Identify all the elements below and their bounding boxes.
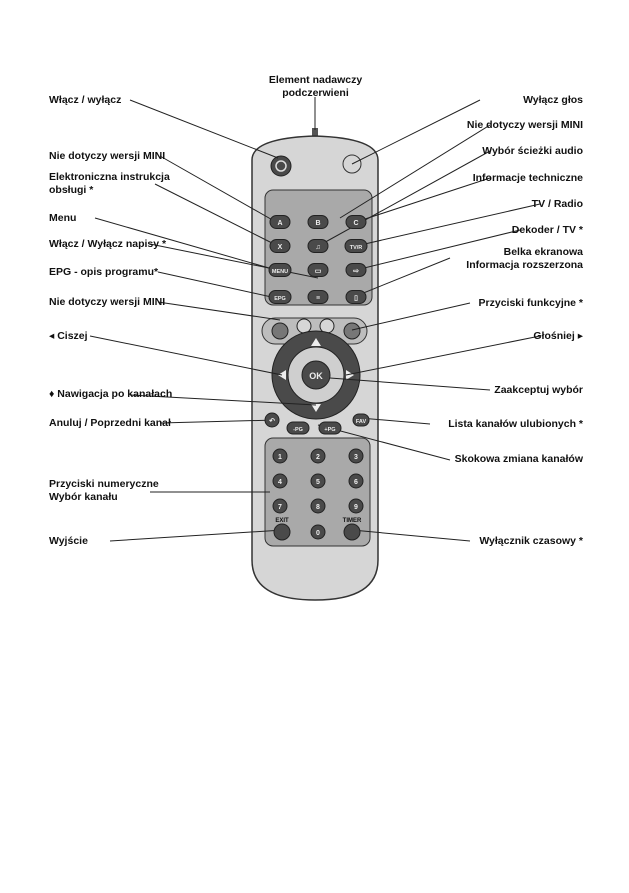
remote-btn-decoder-label: ⇨: [353, 268, 359, 275]
exit-label: EXIT: [275, 518, 289, 524]
label-menu: Menu: [49, 212, 77, 224]
remote-btn-bar: ▯: [345, 290, 367, 304]
remote-btn-fav-label: FAV: [356, 419, 367, 425]
remote-btn-info-label: ≡: [316, 295, 320, 302]
digit-button-1-label: 1: [278, 454, 282, 461]
label-volume-down: ◂ Ciszej: [49, 330, 88, 342]
color-button-4: [343, 322, 361, 340]
remote-btn-pg-plus: +PG: [318, 421, 342, 435]
timer-button: [343, 523, 361, 541]
digit-button-5: 5: [310, 473, 326, 489]
label-exit: Wyjście: [49, 535, 88, 547]
label-cancel: Anuluj / Poprzedni kanał: [49, 417, 171, 429]
remote-btn-bar-label: ▯: [354, 295, 358, 302]
digit-button-4: 4: [272, 473, 288, 489]
label-mini-2: Nie dotyczy wersji MINI: [49, 296, 166, 308]
remote-btn-x-label: X: [278, 244, 283, 251]
digit-button-2: 2: [310, 448, 326, 464]
remote-btn-decoder: ⇨: [345, 263, 367, 277]
remote-btn-a-label: A: [277, 220, 282, 227]
digit-button-4-label: 4: [278, 479, 282, 486]
remote-btn-tvr: TV/R: [344, 239, 368, 253]
remote-btn-c: C: [345, 215, 367, 229]
remote-btn-info: ≡: [307, 290, 329, 304]
label-mute: Wyłącz głos: [523, 94, 583, 106]
digit-button-8: 8: [310, 498, 326, 514]
exit-button: [273, 523, 291, 541]
digit-button-7-label: 7: [278, 504, 282, 511]
power-button: [270, 155, 292, 177]
label-channel-nav: ♦ Nawigacja po kanałach: [49, 388, 173, 400]
remote-btn-epg: EPG: [268, 290, 292, 304]
label-numeric: Przyciski numeryczne Wybór kanału: [49, 478, 159, 503]
digit-button-6-label: 6: [354, 479, 358, 486]
remote-btn-a: A: [269, 215, 291, 229]
arrow-up-icon: [311, 338, 321, 346]
label-epg: EPG - opis programu*: [49, 266, 159, 278]
label-page-jump: Skokowa zmiana kanałów: [454, 453, 583, 465]
remote-btn-fav: FAV: [352, 413, 370, 427]
ok-button: [301, 360, 331, 390]
label-favorites: Lista kanałów ulubionych *: [448, 418, 583, 430]
digit-button-3: 3: [348, 448, 364, 464]
ir-emitter: [312, 128, 318, 140]
label-tv-radio: TV / Radio: [531, 198, 583, 210]
label-decoder-tv: Dekoder / TV *: [511, 224, 583, 236]
label-manual: Elektroniczna instrukcja obsługi *: [49, 171, 170, 196]
label-function-keys: Przyciski funkcyjne *: [478, 297, 583, 309]
label-power: Włącz / wyłącz: [49, 94, 122, 106]
remote-btn-epg-label: EPG: [274, 296, 286, 302]
remote-btn-audio: ♫: [307, 239, 329, 253]
remote-btn-x: X: [269, 239, 291, 253]
remote-btn-back: ↶: [264, 412, 280, 428]
digit-button-9-label: 9: [354, 504, 358, 511]
remote-btn-c-label: C: [353, 220, 358, 227]
remote-btn-back-label: ↶: [268, 418, 275, 425]
digit-button-7: 7: [272, 498, 288, 514]
label-subtitles: Włącz / Wyłącz napisy *: [49, 238, 167, 250]
color-button-1: [271, 322, 289, 340]
label-timer: Wyłącznik czasowy *: [479, 535, 583, 547]
label-mini-1: Nie dotyczy wersji MINI: [49, 150, 166, 162]
label-accept: Zaakceptuj wybór: [494, 384, 583, 396]
remote-btn-menu-label: MENU: [272, 269, 288, 275]
leader-lines: [89, 97, 541, 542]
remote-btn-menu: MENU: [268, 263, 292, 277]
power-icon: [275, 160, 287, 172]
label-volume-up: Głośniej ▸: [533, 330, 583, 342]
ok-label: OK: [309, 371, 323, 381]
remote-btn-pg-minus-label: -PG: [293, 427, 303, 433]
label-mini-3: Nie dotyczy wersji MINI: [466, 119, 583, 131]
remote-btn-pg-minus: -PG: [286, 421, 310, 435]
remote-btn-b-label: B: [315, 220, 320, 227]
label-info-bar: Belka ekranowa Informacja rozszerzona: [466, 246, 583, 271]
digit-button-0-label: 0: [316, 530, 320, 537]
remote-btn-subtitles-label: ▭: [315, 268, 322, 275]
digit-button-5-label: 5: [316, 479, 320, 486]
remote-btn-tvr-label: TV/R: [350, 245, 363, 251]
timer-label: TIMER: [343, 518, 362, 524]
arrow-right-icon: [346, 370, 354, 380]
remote-btn-audio-label: ♫: [315, 244, 320, 251]
digit-button-9: 9: [348, 498, 364, 514]
label-ir-emitter: Element nadawczy podczerwieni: [268, 74, 363, 99]
label-audio-track: Wybór ścieżki audio: [482, 145, 583, 157]
digit-button-0: 0: [310, 524, 326, 540]
digit-button-6: 6: [348, 473, 364, 489]
digit-button-1: 1: [272, 448, 288, 464]
digit-button-8-label: 8: [316, 504, 320, 511]
remote-btn-b: B: [307, 215, 329, 229]
arrow-down-icon: [311, 404, 321, 412]
label-tech-info: Informacje techniczne: [472, 172, 583, 184]
remote-btn-subtitles: ▭: [307, 263, 329, 277]
digit-button-2-label: 2: [316, 454, 320, 461]
remote-btn-pg-plus-label: +PG: [324, 427, 335, 433]
digit-button-3-label: 3: [354, 454, 358, 461]
